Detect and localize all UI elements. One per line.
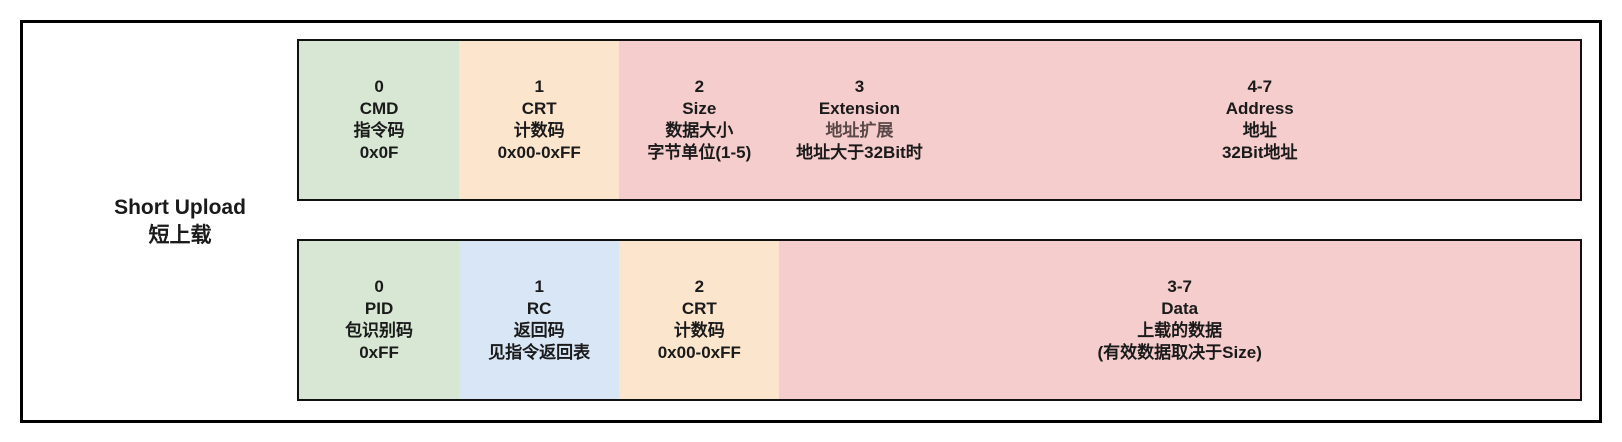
field-value: 0x00-0xFF: [657, 343, 741, 362]
field-name: Extension: [818, 99, 901, 118]
field-value: (有效数据取决于Size): [1097, 343, 1262, 362]
field-value: 32Bit地址: [1221, 143, 1298, 162]
packet-group-label-cn: 短上载: [148, 223, 212, 247]
field-value: 地址大于32Bit时: [796, 143, 923, 162]
field-value: 0x00-0xFF: [497, 143, 581, 162]
response-packet-row: 0 PID 包识别码 0xFF 1 RC 返回码 见指令返回表 2 CRT 计数…: [297, 239, 1582, 401]
diagram-frame: Short Upload 短上载 0 CMD 指令码 0x0F 1 CRT 计数…: [20, 20, 1602, 423]
field-value: 0x0F: [359, 143, 399, 162]
field-byte-index: 1: [534, 77, 544, 96]
field-size: 2 Size 数据大小 字节单位(1-5): [619, 41, 780, 199]
field-name-cn: 返回码: [513, 321, 565, 340]
field-name-cn: 包识别码: [345, 321, 414, 340]
field-byte-index: 3: [854, 77, 865, 96]
field-name: CRT: [521, 99, 557, 118]
field-name: RC: [526, 299, 552, 318]
field-name: PID: [364, 299, 394, 318]
field-pid: 0 PID 包识别码 0xFF: [299, 241, 460, 399]
field-rc: 1 RC 返回码 见指令返回表: [459, 241, 620, 399]
field-cmd: 0 CMD 指令码 0x0F: [299, 41, 460, 199]
field-name-cn: 上载的数据: [1137, 321, 1223, 340]
field-byte-index: 0: [374, 77, 384, 96]
field-value: 见指令返回表: [488, 343, 591, 362]
field-crt-cmd: 1 CRT 计数码 0x00-0xFF: [459, 41, 620, 199]
field-name-cn: 计数码: [673, 321, 725, 340]
field-byte-index: 2: [694, 277, 705, 296]
field-name-cn: 数据大小: [665, 121, 734, 140]
field-name-cn: 指令码: [353, 121, 405, 140]
field-name: CMD: [359, 99, 399, 118]
packet-group-label: Short Upload 短上载: [43, 23, 317, 420]
packet-group-label-en: Short Upload: [114, 195, 246, 219]
field-byte-index: 4-7: [1247, 77, 1273, 96]
field-name: Size: [682, 99, 717, 118]
field-data: 3-7 Data 上载的数据 (有效数据取决于Size): [779, 241, 1580, 399]
field-name: CRT: [681, 299, 717, 318]
field-name-cn: 地址: [1242, 121, 1277, 140]
field-value: 0xFF: [359, 343, 399, 362]
field-crt-response: 2 CRT 计数码 0x00-0xFF: [619, 241, 780, 399]
field-extension: 3 Extension 地址扩展 地址大于32Bit时: [779, 41, 940, 199]
field-name: Data: [1161, 299, 1199, 318]
field-name-cn: 计数码: [513, 121, 565, 140]
command-packet-row: 0 CMD 指令码 0x0F 1 CRT 计数码 0x00-0xFF 2 Siz…: [297, 39, 1582, 201]
field-byte-index: 2: [694, 77, 705, 96]
field-name-cn: 地址扩展: [825, 121, 894, 140]
field-byte-index: 3-7: [1167, 277, 1192, 296]
field-byte-index: 0: [374, 277, 384, 296]
field-address: 4-7 Address 地址 32Bit地址: [939, 41, 1580, 199]
field-name: Address: [1225, 99, 1294, 118]
field-value: 字节单位(1-5): [647, 143, 752, 162]
field-byte-index: 1: [534, 277, 544, 296]
